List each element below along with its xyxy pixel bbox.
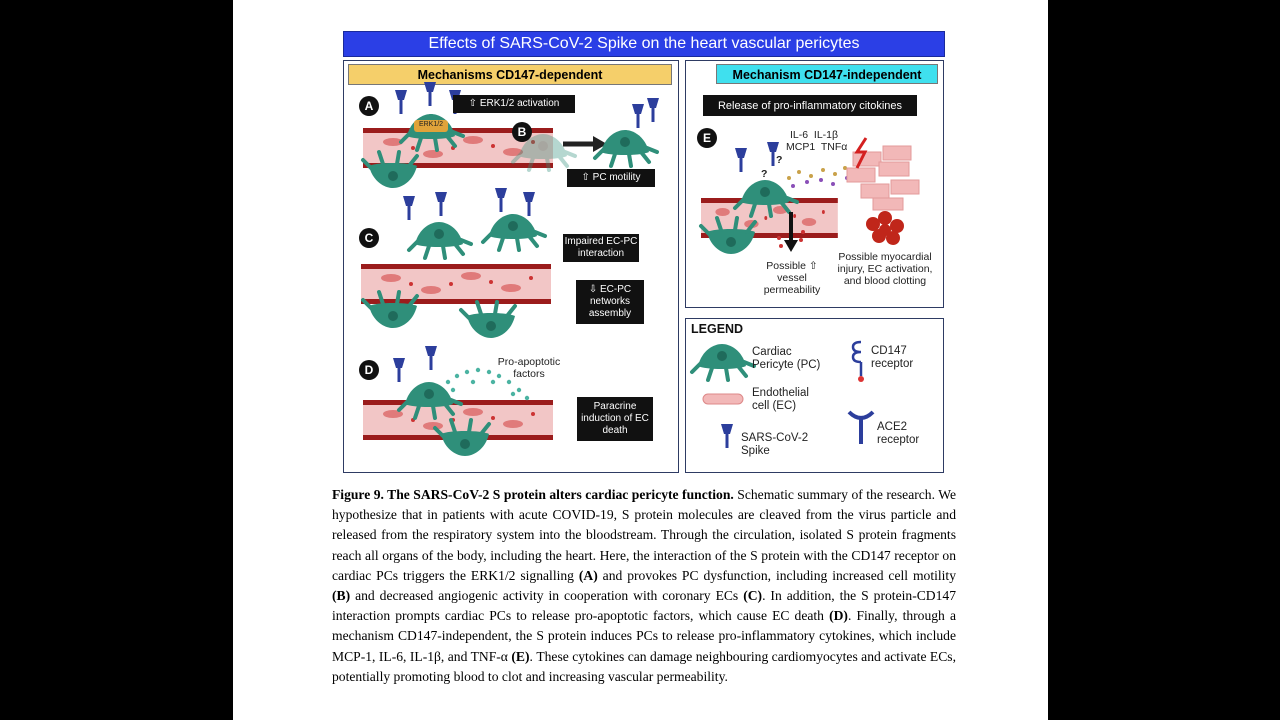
legend-ace2-icon <box>847 410 875 444</box>
caption-ref-d: (D) <box>829 608 848 624</box>
legend-endothelial-label: Endothelial cell (EC) <box>752 387 809 412</box>
figure-illustration <box>361 82 920 458</box>
left-panel <box>343 60 679 473</box>
panel-a-letter: A <box>359 96 379 116</box>
caption-text-4: . In addition, the S protein-CD147 inter… <box>332 588 956 624</box>
legend-ace2-label: ACE2 receptor <box>877 421 920 446</box>
panel-d-letter: D <box>359 360 379 380</box>
panel-a-illustration <box>361 82 553 190</box>
panel-b-box: ⇧ PC motility <box>567 169 655 187</box>
legend-cd147-label: CD147 receptor <box>871 345 914 370</box>
left-panel-header: Mechanisms CD147-dependent <box>348 64 672 85</box>
legend-cd147-icon <box>851 340 864 382</box>
panel-b-letter: B <box>512 122 532 142</box>
legend-spike-label: SARS-CoV-2 Spike <box>741 432 809 457</box>
figure-banner-title: Effects of SARS-CoV-2 Spike on the heart… <box>343 31 945 57</box>
question-mark-2: ? <box>776 154 783 166</box>
question-mark-1: ? <box>761 168 768 180</box>
vessel-permeability-label: Possible ⇧ vessel permeability <box>763 260 821 296</box>
myocardial-injury-label: Possible myocardial injury, EC activatio… <box>837 251 933 287</box>
panel-e-letter: E <box>697 128 717 148</box>
document-page: Effects of SARS-CoV-2 Spike on the heart… <box>233 0 1048 720</box>
panel-d-illustration <box>363 346 553 458</box>
pro-apoptotic-label: Pro-apoptotic factors <box>497 356 561 380</box>
caption-ref-a: (A) <box>578 567 598 583</box>
legend-spike-icon <box>721 424 733 448</box>
panel-a-box: ⇧ ERK1/2 activation <box>453 95 575 113</box>
panel-b-illustration <box>511 98 659 172</box>
legend-pericyte-icon <box>690 342 756 382</box>
caption-text-5: . Finally, through a mechanism CD147-ind… <box>332 608 956 664</box>
caption-text-6: . These cytokines can damage neighbourin… <box>332 648 956 684</box>
legend-icons <box>690 340 875 448</box>
legend-title: LEGEND <box>691 322 744 336</box>
panel-d-box: Paracrine induction of EC death <box>577 397 653 441</box>
panel-c-illustration <box>361 188 551 340</box>
cytokines-line-2: MCP1 TNFα <box>786 141 848 153</box>
right-panel <box>685 60 944 308</box>
caption-text-2: and provokes PC dysfunction, including i… <box>597 567 957 583</box>
panel-e-box: Release of pro-inflammatory citokines <box>703 95 917 116</box>
panel-c-box-2: ⇩ EC-PC networks assembly <box>576 280 644 324</box>
panel-e-illustration <box>699 137 920 256</box>
panel-c-box-1: Impaired EC-PC interaction <box>563 234 639 262</box>
legend-panel <box>685 318 944 473</box>
legend-endothelial-icon <box>702 393 744 405</box>
caption-text-1: Schematic summary of the research. We hy… <box>332 487 957 583</box>
cytokines-line-1: IL-6 IL-1β <box>790 129 839 141</box>
caption-ref-e: (E) <box>511 648 530 664</box>
right-panel-header: Mechanism CD147-independent <box>716 64 938 84</box>
caption-figure-label: Figure 9. The SARS-CoV-2 S protein alter… <box>332 487 734 502</box>
panel-c-letter: C <box>359 228 379 248</box>
caption-ref-b: (B) <box>332 588 351 604</box>
legend-pericyte-label: Cardiac Pericyte (PC) <box>752 346 821 371</box>
figure-caption: Figure 9. The SARS-CoV-2 S protein alter… <box>332 485 956 687</box>
caption-text-3: and decreased angiogenic activity in coo… <box>350 588 744 604</box>
erk-tag: ERK1/2 <box>418 121 444 128</box>
caption-ref-c: (C) <box>743 588 763 604</box>
